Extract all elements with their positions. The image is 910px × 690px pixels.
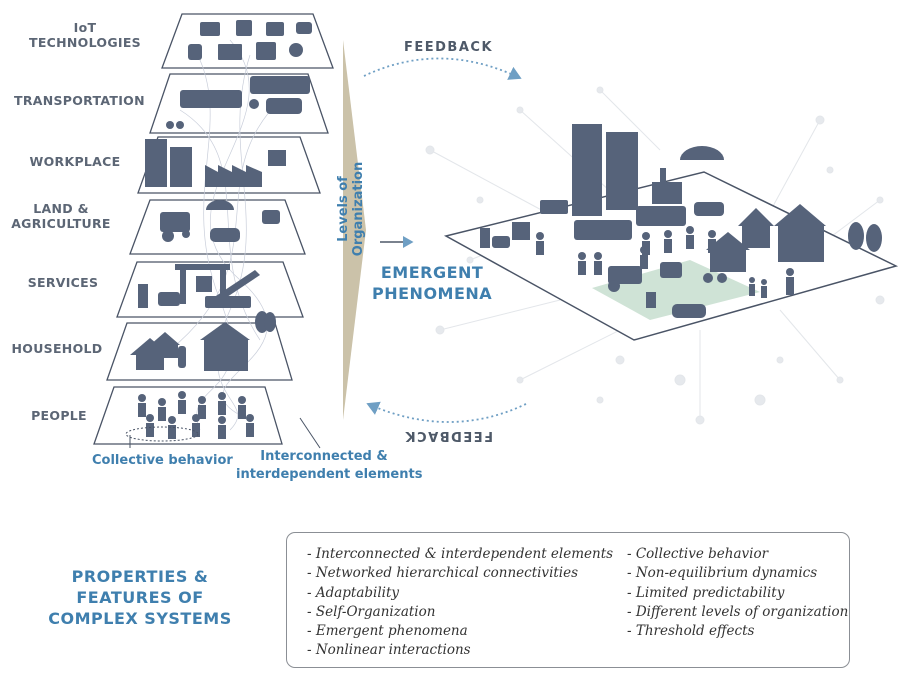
collective-behavior-caption: Collective behavior: [92, 453, 233, 468]
city-icons: [480, 124, 882, 318]
property-item: - Networked hierarchical connectivities: [307, 565, 579, 582]
level-label-people: PEOPLE: [31, 408, 87, 423]
levels-arrow: [343, 40, 366, 420]
interconnected-caption: Interconnected & interdependent elements: [236, 449, 423, 482]
property-item: - Non-equilibrium dynamics: [627, 565, 818, 582]
collective-behavior-ring: [125, 426, 199, 442]
levels-of-organization-label: Levels of Organization: [336, 161, 366, 257]
properties-title: PROPERTIES & FEATURES OF COMPLEX SYSTEMS: [48, 567, 232, 628]
property-item: - Adaptability: [307, 584, 400, 601]
property-item: - Different levels of organization: [627, 603, 849, 620]
emergent-phenomena-label: EMERGENT PHENOMENA: [372, 263, 493, 303]
feedback-label-bottom: FEEDBACK: [404, 428, 494, 443]
property-item: - Emergent phenomena: [307, 623, 468, 640]
level-label-transportation: TRANSPORTATION: [14, 93, 145, 108]
level-label-iot: IoT TECHNOLOGIES: [29, 20, 141, 50]
feedback-arc-bottom: [366, 401, 527, 423]
plane-icons: [130, 20, 312, 439]
properties-column-1: - Interconnected & interdependent elemen…: [307, 545, 613, 661]
property-item: - Self-Organization: [307, 603, 436, 620]
property-item: - Collective behavior: [627, 546, 769, 562]
network-background: [425, 86, 885, 425]
property-item: - Threshold effects: [627, 623, 755, 640]
level-label-land: LAND & AGRICULTURE: [11, 201, 111, 231]
callout-line-interconnected: [299, 417, 321, 449]
properties-box: - Interconnected & interdependent elemen…: [286, 532, 850, 668]
property-item: - Limited predictability: [627, 584, 785, 601]
properties-column-2: - Collective behavior - Non-equilibrium …: [627, 545, 848, 641]
level-label-services: SERVICES: [27, 275, 99, 290]
feedback-label-top: FEEDBACK: [404, 40, 494, 55]
property-item: - Nonlinear interactions: [307, 642, 471, 659]
property-item: - Interconnected & interdependent elemen…: [307, 546, 614, 562]
level-label-household: HOUSEHOLD: [11, 341, 103, 356]
level-label-workplace: WORKPLACE: [29, 154, 121, 169]
feedback-arc-top: [363, 57, 522, 80]
